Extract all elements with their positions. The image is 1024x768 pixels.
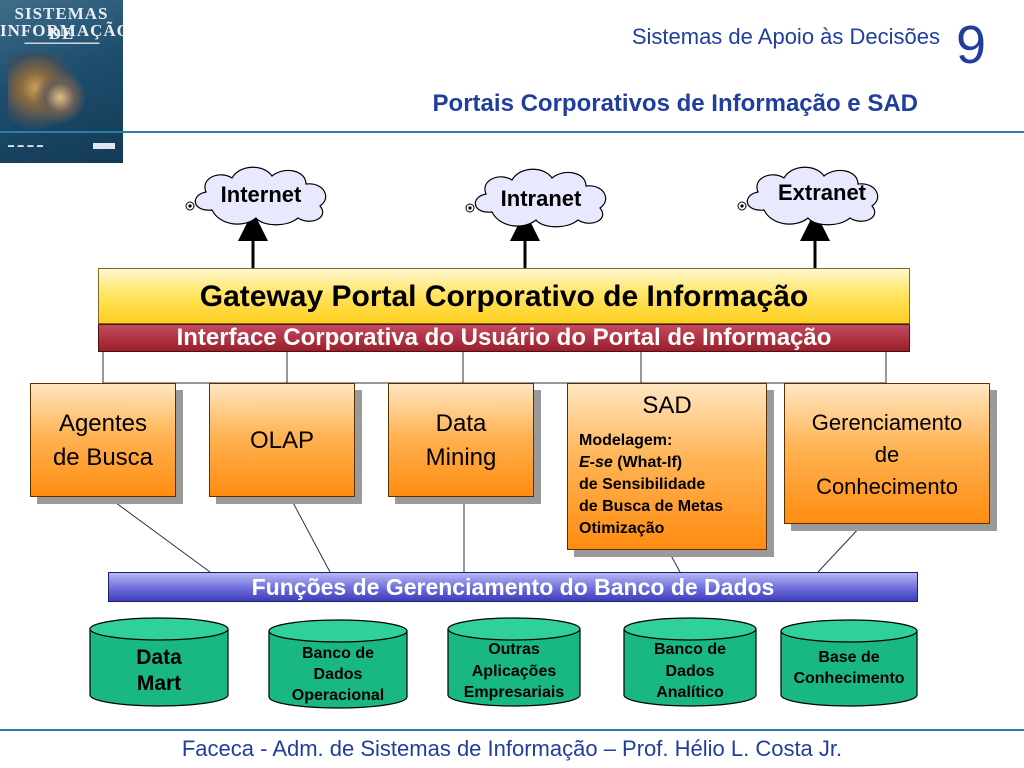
db-base-conhecimento: Base de Conhecimento bbox=[780, 619, 918, 707]
dbms-functions-bar: Funções de Gerenciamento do Banco de Dad… bbox=[108, 572, 918, 602]
db-outras-aplicacoes-shape bbox=[447, 617, 581, 707]
box-sad: SAD Modelagem: E-se (What-If) de Sensibi… bbox=[567, 383, 767, 550]
sad-line-sensibilidade: de Sensibilidade bbox=[579, 476, 706, 493]
book-cover-publisher-graphic bbox=[93, 143, 115, 149]
page-title: Portais Corporativos de Informação e SAD bbox=[432, 90, 918, 117]
agentes-line-2: de Busca bbox=[52, 444, 154, 471]
db-data-mart-line-1: Data bbox=[136, 646, 182, 669]
db-analitico-shape bbox=[623, 617, 757, 707]
header-rule bbox=[0, 131, 1024, 133]
db-data-mart-line-2: Mart bbox=[136, 672, 182, 695]
chapter-number: 9 bbox=[956, 15, 987, 75]
db-outras-aplicacoes: Outras Aplicações Empresariais bbox=[447, 617, 581, 707]
book-cover-title-2: INFORMAÇÃO bbox=[0, 21, 123, 40]
sad-line-e-se: E-se bbox=[579, 454, 613, 471]
db-analitico: Banco de Dados Analítico bbox=[623, 617, 757, 707]
sad-techniques: Modelagem: E-se (What-If) de Sensibilida… bbox=[579, 430, 723, 540]
gerenciamento-line-1: Gerenciamento bbox=[811, 410, 963, 435]
gerenciamento-line-3: Conhecimento bbox=[816, 474, 958, 499]
db-data-mart: Data Mart bbox=[89, 617, 229, 707]
gerenciamento-line-2: de bbox=[874, 442, 900, 467]
book-cover-author-graphic: ▬ ▬ ▬ ▬ bbox=[8, 143, 45, 149]
sad-line-otimizacao: Otimização bbox=[579, 520, 665, 537]
box-agentes-de-busca: Agentes de Busca bbox=[30, 383, 176, 497]
sad-line-modelagem: Modelagem: bbox=[579, 432, 673, 449]
cloud-extranet-shape bbox=[737, 166, 879, 226]
interface-bar: Interface Corporativa do Usuário do Port… bbox=[98, 324, 910, 352]
db-outras-line-2: Aplicações bbox=[471, 663, 557, 680]
db-base-conhecimento-shape bbox=[780, 619, 918, 707]
book-cover-title-1: SISTEMAS DE bbox=[14, 4, 109, 43]
db-data-mart-shape bbox=[89, 617, 229, 707]
cloud-extranet-label: Extranet bbox=[777, 180, 867, 205]
cloud-extranet: Extranet bbox=[734, 160, 894, 230]
db-base-conhecimento-line-1: Base de bbox=[818, 649, 880, 666]
olap-label: OLAP bbox=[249, 427, 315, 454]
db-outras-line-3: Empresariais bbox=[463, 684, 565, 701]
sad-line-busca-metas: de Busca de Metas bbox=[579, 498, 724, 515]
cloud-internet: Internet bbox=[182, 160, 342, 230]
line-sad-dbms bbox=[667, 549, 681, 573]
data-mining-line-2: Mining bbox=[425, 444, 497, 471]
sad-line-what-if: E-se (What-If) bbox=[579, 452, 723, 474]
db-operacional-line-2: Dados bbox=[313, 666, 363, 683]
data-mining-line-1: Data bbox=[435, 410, 487, 437]
header-subtitle: Sistemas de Apoio às Decisões bbox=[631, 24, 940, 49]
db-base-conhecimento-line-2: Conhecimento bbox=[793, 670, 905, 687]
box-olap: OLAP bbox=[209, 383, 355, 497]
box-data-mining: Data Mining bbox=[388, 383, 534, 497]
book-cover-subtitle-graphic: ▬▬▬▬▬▬▬▬▬▬▬▬▬▬▬ bbox=[24, 40, 100, 46]
db-operacional: Banco de Dados Operacional bbox=[268, 619, 408, 709]
db-operacional-shape bbox=[268, 619, 408, 709]
sad-line-what-if-text: (What-If) bbox=[617, 454, 683, 471]
db-operacional-line-1: Banco de bbox=[301, 645, 374, 662]
sad-title: SAD bbox=[642, 392, 692, 419]
cloud-internet-label: Internet bbox=[220, 182, 302, 207]
cloud-intranet-label: Intranet bbox=[500, 186, 582, 211]
line-gc-dbms bbox=[817, 524, 863, 573]
db-operacional-line-3: Operacional bbox=[291, 687, 385, 704]
cloud-internet-shape bbox=[185, 166, 327, 226]
db-analitico-line-1: Banco de bbox=[653, 641, 726, 658]
book-cover-image: SISTEMAS DE INFORMAÇÃO ▬▬▬▬▬▬▬▬▬▬▬▬▬▬▬ ▬… bbox=[0, 0, 123, 163]
gateway-bar: Gateway Portal Corporativo de Informação bbox=[98, 268, 910, 324]
line-olap-dbms bbox=[289, 496, 331, 573]
db-analitico-line-2: Dados bbox=[665, 663, 715, 680]
book-cover-art-highlight bbox=[30, 70, 90, 125]
db-outras-line-1: Outras bbox=[488, 641, 540, 658]
cloud-intranet: Intranet bbox=[462, 162, 622, 232]
footer-text: Faceca - Adm. de Sistemas de Informação … bbox=[181, 736, 843, 761]
box-gerenciamento-conhecimento: Gerenciamento de Conhecimento bbox=[784, 383, 990, 524]
agentes-line-1: Agentes bbox=[58, 410, 148, 437]
line-agentes-dbms bbox=[107, 496, 211, 573]
cloud-intranet-shape bbox=[465, 168, 607, 228]
footer-rule bbox=[0, 729, 1024, 731]
db-analitico-line-3: Analítico bbox=[656, 684, 724, 701]
